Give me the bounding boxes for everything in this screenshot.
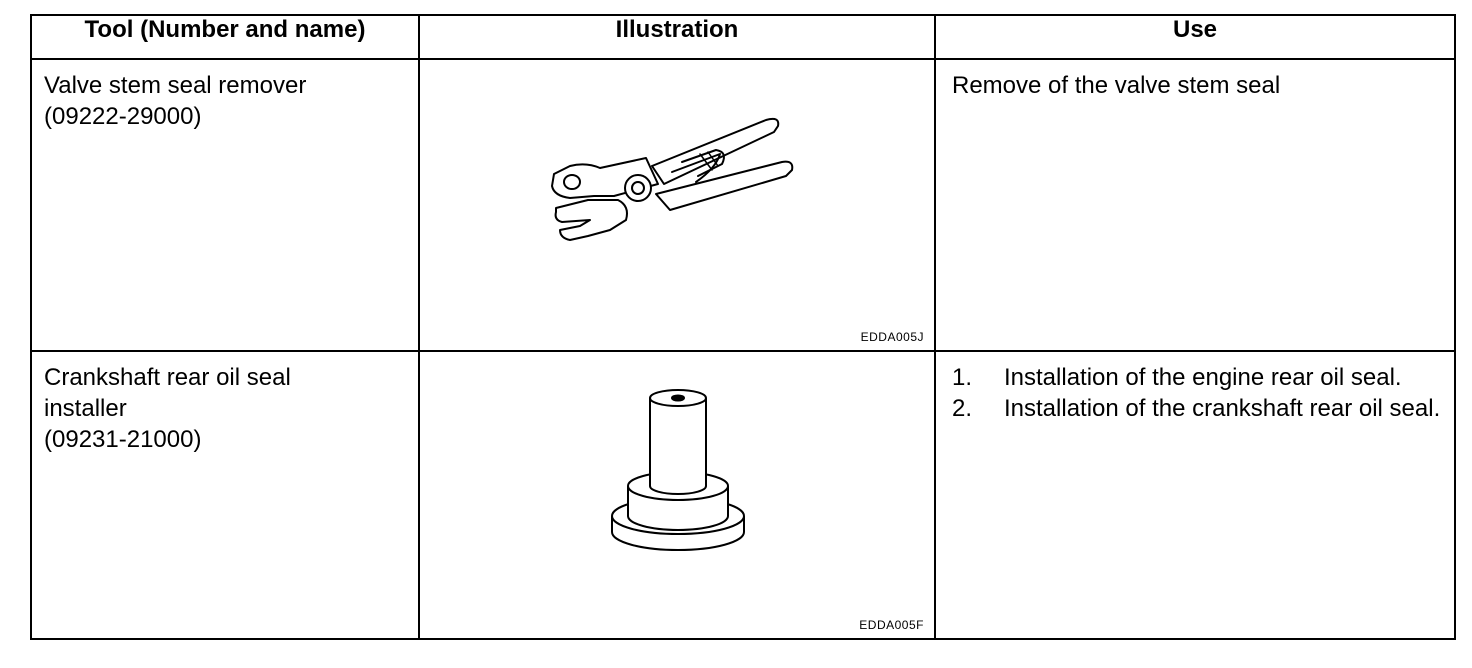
table-row: Valve stem seal remover (09222-29000): [30, 58, 1456, 352]
use-text: Remove of the valve stem seal: [952, 72, 1281, 99]
list-item: 1. Installation of the engine rear oil s…: [952, 362, 1454, 393]
tool-name-line: Valve stem seal remover: [44, 72, 307, 99]
tool-name-cell: Crankshaft rear oil seal installer (0923…: [30, 350, 420, 640]
use-cell: 1. Installation of the engine rear oil s…: [934, 350, 1456, 640]
header-tool: Tool (Number and name): [30, 14, 420, 60]
illustration-cell: EDDA005J: [418, 58, 936, 352]
list-text: Installation of the crankshaft rear oil …: [1004, 395, 1441, 422]
figure-code: EDDA005J: [860, 330, 924, 344]
use-cell: Remove of the valve stem seal: [934, 58, 1456, 352]
crankshaft-rear-oil-seal-installer-illustration: [611, 389, 745, 551]
list-number: 1.: [952, 364, 973, 391]
header-row: Tool (Number and name) Illustration Use: [30, 14, 1456, 60]
tool-name-line: installer: [44, 395, 127, 422]
figure-code: EDDA005F: [859, 618, 924, 632]
tool-name-line: Crankshaft rear oil seal: [44, 364, 291, 391]
tool-number: (09231-21000): [44, 426, 202, 453]
tool-number: (09222-29000): [44, 103, 202, 130]
header-use: Use: [934, 14, 1456, 60]
use-list: 1. Installation of the engine rear oil s…: [952, 362, 1454, 424]
illustration-cell: EDDA005F: [418, 350, 936, 640]
list-item: 2. Installation of the crankshaft rear o…: [952, 393, 1454, 424]
list-number: 2.: [952, 395, 973, 422]
table-row: Crankshaft rear oil seal installer (0923…: [30, 350, 1456, 640]
tool-name-cell: Valve stem seal remover (09222-29000): [30, 58, 420, 352]
valve-stem-seal-remover-illustration: [551, 117, 794, 241]
special-tools-table: Tool (Number and name) Illustration Use …: [30, 14, 1456, 640]
list-text: Installation of the engine rear oil seal…: [1004, 364, 1402, 391]
header-illustration: Illustration: [418, 14, 936, 60]
